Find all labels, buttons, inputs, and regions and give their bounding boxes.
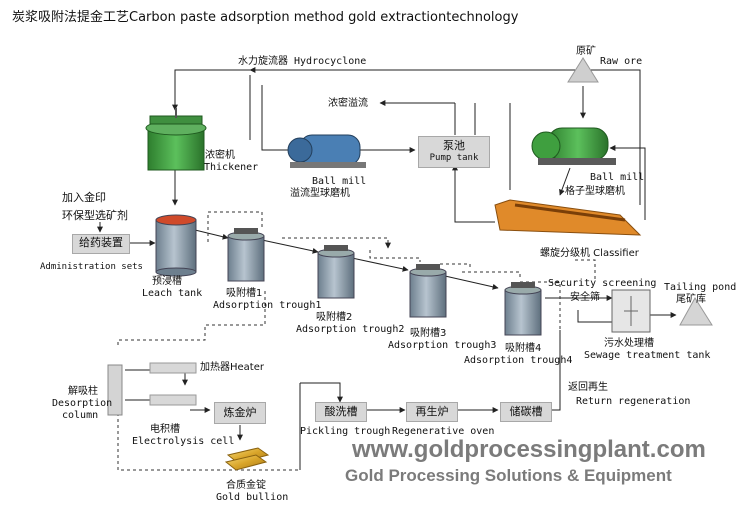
pickling-trough-box: 酸洗槽 <box>315 402 367 422</box>
overflow-ball-mill-cn-label: 溢流型球磨机 <box>290 188 350 199</box>
trough1-cn-label: 吸附槽1 <box>226 288 263 299</box>
grid-ball-mill <box>531 127 616 165</box>
trough4-en-label: Adsorption trough4 <box>464 355 573 366</box>
ball-mill-2-en-label: Ball mill <box>590 172 645 183</box>
trough4-cn-label: 吸附槽4 <box>505 343 542 354</box>
smelting-furnace-box: 炼金炉 <box>214 402 266 424</box>
safety-screen-cn-label: 安全筛 <box>570 292 600 303</box>
grid-ball-mill-cn-label: 格子型球磨机 <box>565 186 625 197</box>
raw-ore-cn-label: 原矿 <box>576 46 596 57</box>
desorption-en2-label: column <box>62 410 99 421</box>
thickener-en-label: Thickener <box>204 162 259 173</box>
flow-line <box>249 67 641 205</box>
page-title: 炭浆吸附法提金工艺Carbon paste adsorption method … <box>12 10 519 25</box>
electrolysis-en-label: Electrolysis cell <box>132 436 235 447</box>
tailing-pond-cn-label: 尾矿库 <box>676 294 706 305</box>
pump-tank-cn-label: 泵池 <box>443 139 465 152</box>
leach-tank-cn-label: 预浸槽 <box>152 276 182 287</box>
trough2-en-label: Adsorption trough2 <box>296 324 405 335</box>
gold-bullion-en-label: Gold bullion <box>216 492 289 503</box>
desorption-en1-label: Desorption <box>52 398 113 409</box>
overflow-ball-mill <box>287 134 366 168</box>
administration-sets-label: Administration sets <box>40 262 143 272</box>
thickener-overflow-label: 浓密溢流 <box>328 98 368 109</box>
leach-tank-en-label: Leach tank <box>142 288 203 299</box>
return-regen-en-label: Return regeneration <box>576 396 691 407</box>
ball-mill-en-label: Ball mill <box>312 176 367 187</box>
leach-tank <box>155 214 197 277</box>
return-regen-cn-label: 返回再生 <box>568 382 608 393</box>
desorption-cn-label: 解吸柱 <box>68 386 98 397</box>
adsorption-trough-4 <box>504 282 542 336</box>
thickener-cn-label: 浓密机 <box>205 150 235 161</box>
trough1-en-label: Adsorption trough1 <box>213 300 322 311</box>
sewage-tank-en-label: Sewage treatment tank <box>584 350 711 361</box>
electrolysis-cn-label: 电积槽 <box>150 424 180 435</box>
raw-ore-pile <box>567 57 599 83</box>
adsorption-trough-3 <box>409 264 447 318</box>
adsorption-trough-1 <box>227 228 265 282</box>
add-gold-seal-label: 加入金印 <box>62 191 106 204</box>
pump-tank-en-label: Pump tank <box>429 153 479 163</box>
desorption-column <box>107 364 123 416</box>
watermark-url: www.goldprocessingplant.com <box>352 436 706 463</box>
pickling-trough-en-label: Pickling trough <box>300 426 391 437</box>
eco-agent-label: 环保型选矿剂 <box>62 209 128 222</box>
dosing-device-box: 给药装置 <box>72 234 130 254</box>
tailing-pond-en-label: Tailing pond <box>664 282 737 293</box>
adsorption-trough-2 <box>317 245 355 299</box>
hydrocyclone-label: 水力旋流器 Hydrocyclone <box>238 56 367 67</box>
trough3-cn-label: 吸附槽3 <box>410 328 447 339</box>
raw-ore-en-label: Raw ore <box>600 56 643 67</box>
tailing-pond-pile <box>679 297 713 326</box>
gold-bullion-icon <box>224 447 270 471</box>
trough3-en-label: Adsorption trough3 <box>388 340 497 351</box>
sewage-tank-cn-label: 污水处理槽 <box>604 338 654 349</box>
gold-bullion-cn-label: 合质金锭 <box>226 480 266 491</box>
thickener-equipment <box>145 108 207 171</box>
pump-tank-box: 泵池 Pump tank <box>418 136 490 168</box>
classifier-label: 螺旋分级机 Classifier <box>540 248 639 259</box>
regen-furnace-box: 再生炉 <box>406 402 458 422</box>
watermark-tagline: Gold Processing Solutions & Equipment <box>345 466 672 485</box>
carbon-storage-box: 储碳槽 <box>500 402 552 422</box>
spiral-classifier <box>494 199 642 236</box>
heater-label: 加热器Heater <box>200 362 264 373</box>
trough2-cn-label: 吸附槽2 <box>316 312 353 323</box>
security-screening-label: Security screening <box>548 278 657 289</box>
heater-unit <box>149 362 197 406</box>
sewage-treatment-tank <box>611 289 651 333</box>
regen-oven-en-label: Regenerative oven <box>392 426 495 437</box>
